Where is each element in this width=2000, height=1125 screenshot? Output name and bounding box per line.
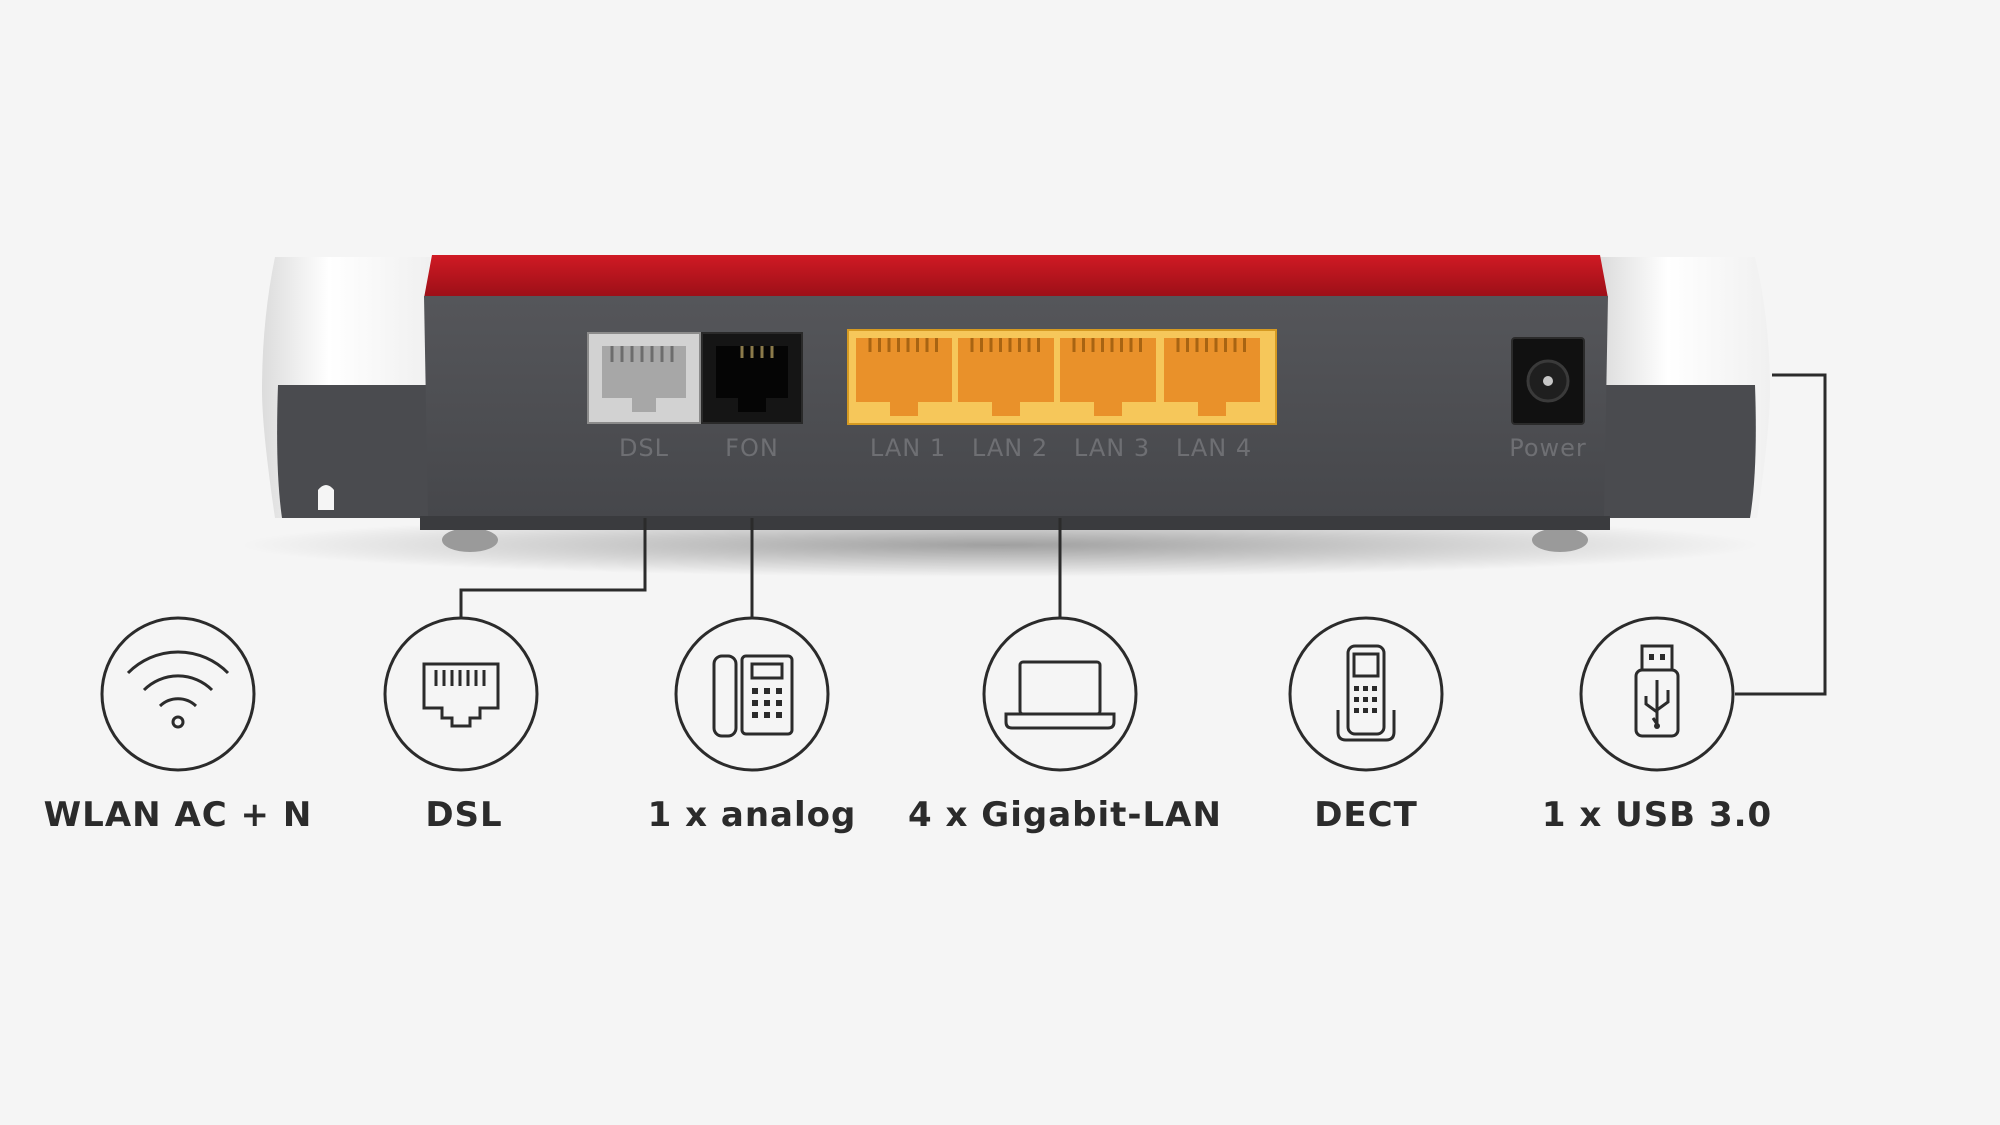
feature-wlan (100, 616, 256, 772)
port-label-lan1: LAN 1 (870, 434, 946, 462)
usb-stick-icon (1634, 644, 1680, 738)
port-label-power: Power (1509, 434, 1587, 462)
feature-usb (1579, 616, 1735, 772)
feature-lan (982, 616, 1138, 772)
red-top-band (424, 255, 1608, 298)
feature-label-dsl: DSL (425, 795, 502, 835)
dsl-port (587, 332, 701, 424)
leader-lines (459, 373, 1827, 696)
feature-label-lan: 4 x Gigabit-LAN (908, 795, 1222, 835)
feature-dsl (383, 616, 539, 772)
power-jack (1511, 337, 1585, 425)
desk-phone-icon (712, 654, 794, 738)
feature-label-analog: 1 x analog (648, 795, 857, 835)
right-end-cap (1600, 257, 1770, 518)
feature-analog (674, 616, 830, 772)
laptop-icon (1004, 660, 1116, 730)
leader-dsl (459, 518, 647, 618)
lan-socket-1 (856, 338, 952, 416)
fon-port (701, 332, 803, 424)
cordless-phone-icon (1336, 644, 1396, 742)
left-end-cap (262, 257, 430, 518)
lan-socket-3 (1060, 338, 1156, 416)
router-device: DSL FON LAN 1 LAN 2 LAN 3 LAN 4 Power (262, 255, 1770, 552)
leader-usb (1735, 373, 1827, 696)
lan-socket-4 (1164, 338, 1260, 416)
feature-circle-dsl (383, 616, 539, 772)
port-label-dsl: DSL (619, 434, 669, 462)
device-base (420, 516, 1610, 530)
ethernet-jack-icon (422, 662, 500, 728)
feature-circle-dect (1288, 616, 1444, 772)
feature-label-wlan: WLAN AC + N (44, 795, 313, 835)
lan-port-block (847, 329, 1277, 425)
port-label-lan2: LAN 2 (972, 434, 1048, 462)
feature-circle-usb (1579, 616, 1735, 772)
feature-dect (1288, 616, 1444, 772)
port-label-lan3: LAN 3 (1074, 434, 1150, 462)
foot-right (1532, 528, 1588, 552)
feature-circle-lan (982, 616, 1138, 772)
foot-left (442, 528, 498, 552)
feature-label-dect: DECT (1314, 795, 1418, 835)
lan-socket-2 (958, 338, 1054, 416)
feature-label-usb: 1 x USB 3.0 (1542, 795, 1772, 835)
feature-circle-analog (674, 616, 830, 772)
feature-circle-wlan (100, 616, 256, 772)
port-label-lan4: LAN 4 (1176, 434, 1252, 462)
wifi-icon (126, 650, 230, 729)
port-label-fon: FON (725, 434, 779, 462)
